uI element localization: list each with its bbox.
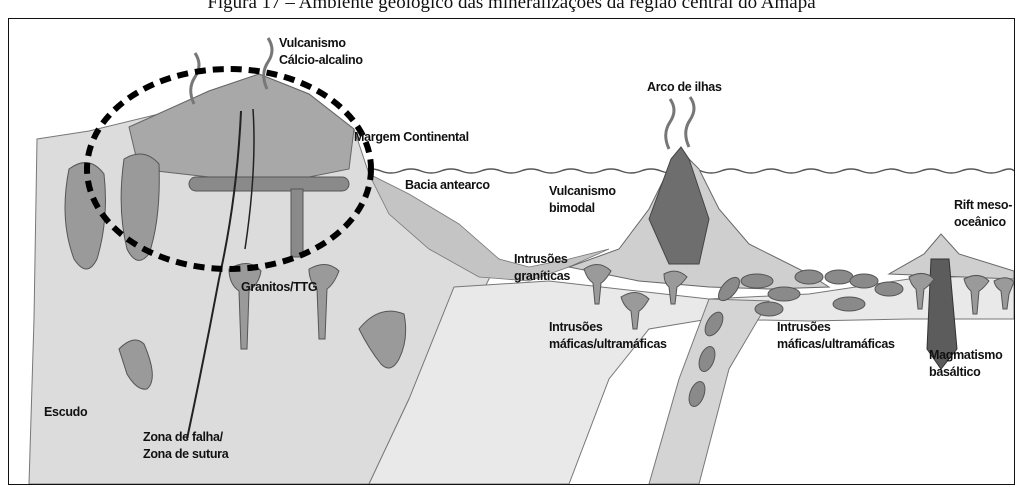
geology-diagram <box>9 19 1014 484</box>
label-vulcanismo-calcio-alcalino: Vulcanismo Cálcio-alcalino <box>279 35 363 69</box>
mid-ocean-ridge <box>889 234 1014 279</box>
label-intrusoes-graniticas: Intrusões graníticas <box>514 251 570 285</box>
figure-caption: Figura 17 – Ambiente geológico das miner… <box>0 0 1023 14</box>
label-rift-meso-oceanico: Rift meso- oceânico <box>954 197 1012 231</box>
label-intrusoes-maficas-1: Intrusões máficas/ultramáficas <box>549 319 667 353</box>
label-granitos-ttg: Granitos/TTG <box>241 279 317 296</box>
label-margem-continental: Margem Continental <box>354 129 469 146</box>
intrusive-sill <box>189 177 349 191</box>
label-magmatismo-basaltico: Magmatismo basáltico <box>929 347 1002 381</box>
sill-feeder <box>291 189 303 257</box>
label-escudo: Escudo <box>44 404 87 421</box>
label-vulcanismo-bimodal: Vulcanismo bimodal <box>549 183 616 217</box>
label-intrusoes-maficas-2: Intrusões máficas/ultramáficas <box>777 319 895 353</box>
label-bacia-antearco: Bacia antearco <box>405 177 490 194</box>
label-arco-de-ilhas: Arco de ilhas <box>647 79 722 96</box>
diagram-frame: Vulcanismo Cálcio-alcalino Margem Contin… <box>8 18 1015 485</box>
label-zona-de-falha: Zona de falha/ Zona de sutura <box>143 429 228 463</box>
